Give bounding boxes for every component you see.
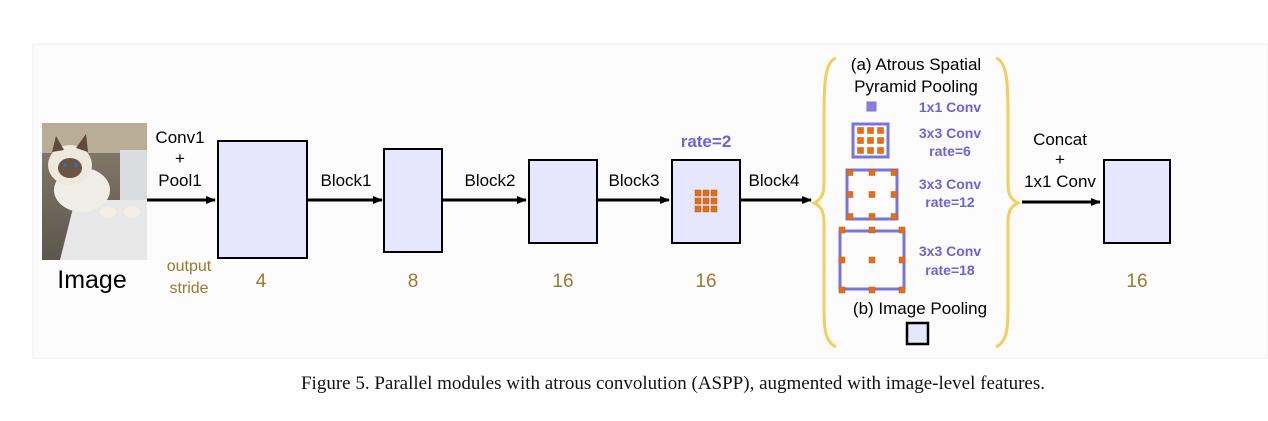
kernel-dot [877, 147, 884, 154]
block4-label: Block4 [748, 171, 799, 190]
output-stride-label-line2: stride [169, 280, 208, 297]
aspp-title-line2: Pyramid Pooling [854, 77, 978, 96]
pool1-label: Pool1 [158, 171, 201, 190]
kernel-dot [857, 127, 864, 134]
kernel-dot [867, 147, 874, 154]
aspp-rate-18-kernel [838, 226, 906, 294]
kernel-dot [694, 205, 702, 213]
kernel-dot [868, 256, 876, 264]
image-pooling-box [905, 321, 930, 346]
kernel-dot [867, 137, 874, 144]
kernel-dot [710, 189, 718, 197]
aspp-right-brace [995, 56, 1022, 349]
kernel-dot [846, 213, 854, 220]
kernel-dot [868, 226, 876, 234]
aspp-1x1-conv-box [866, 101, 877, 112]
kernel-dot [702, 197, 710, 205]
feature-map-stride-16-a [528, 159, 598, 244]
aspp-branch-2-line1: 3x3 Conv [919, 125, 981, 141]
kernel-dot [890, 213, 898, 220]
block2-label: Block2 [464, 171, 515, 190]
kernel-dot [868, 191, 876, 198]
aspp-rate-6-box [851, 122, 890, 159]
block3-label: Block3 [608, 171, 659, 190]
kernel-dot [868, 213, 876, 220]
aspp-branch-2-line2: rate=6 [929, 143, 971, 159]
kernel-dot [890, 169, 898, 176]
kernel-dot [867, 127, 874, 134]
aspp-branch-4-line2: rate=18 [925, 262, 975, 278]
feature-map-stride-8 [383, 148, 443, 253]
aspp-title-line1: (a) Atrous Spatial [851, 55, 981, 74]
conv1-label: Conv1 [155, 128, 204, 147]
kernel-dot [838, 286, 846, 294]
kernel-dot [877, 127, 884, 134]
kernel-dot [877, 137, 884, 144]
cat-photo-icon [42, 123, 147, 260]
aspp-left-brace [810, 56, 837, 349]
stride-value-16-b: 16 [695, 271, 716, 292]
kernel-dot [838, 256, 846, 264]
kernel-dot [702, 205, 710, 213]
stride-value-8: 8 [408, 271, 419, 292]
aspp-rate-6-kernel [857, 127, 884, 154]
conv1-plus: + [175, 149, 185, 168]
image-label: Image [57, 266, 126, 294]
aspp-branch-1-line1: 1x1 Conv [919, 99, 981, 115]
kernel-dot [710, 197, 718, 205]
block1-label: Block1 [320, 171, 371, 190]
output-stride-label-line1: output [167, 258, 212, 275]
stride-value-4: 4 [256, 271, 267, 292]
feature-map-stride-4 [217, 140, 308, 259]
aspp-branch-3-line2: rate=12 [925, 194, 975, 210]
kernel-dot [857, 137, 864, 144]
kernel-dot [890, 191, 898, 198]
concat-plus: + [1055, 150, 1065, 169]
kernel-dot [898, 286, 906, 294]
kernel-dot [694, 197, 702, 205]
rate-2-kernel [694, 189, 718, 213]
kernel-dot [868, 286, 876, 294]
concat-label: Concat [1033, 130, 1087, 149]
kernel-dot [857, 147, 864, 154]
rate-2-label: rate=2 [681, 132, 732, 151]
aspp-branch-4-line1: 3x3 Conv [919, 243, 981, 259]
stride-value-16-output: 16 [1126, 271, 1147, 292]
kernel-dot [846, 191, 854, 198]
stride-value-16-a: 16 [552, 271, 573, 292]
output-feature-map [1103, 159, 1171, 244]
aspp-rate-12-kernel [846, 169, 898, 220]
kernel-dot [898, 256, 906, 264]
kernel-dot [710, 205, 718, 213]
aspp-branch-3-line1: 3x3 Conv [919, 176, 981, 192]
figure-caption: Figure 5. Parallel modules with atrous c… [301, 373, 1045, 394]
kernel-dot [898, 226, 906, 234]
kernel-dot [694, 189, 702, 197]
kernel-dot [846, 169, 854, 176]
kernel-dot [838, 226, 846, 234]
kernel-dot [868, 169, 876, 176]
concat-1x1-conv-label: 1x1 Conv [1024, 172, 1096, 191]
kernel-dot [702, 189, 710, 197]
image-pooling-label: (b) Image Pooling [853, 299, 987, 318]
